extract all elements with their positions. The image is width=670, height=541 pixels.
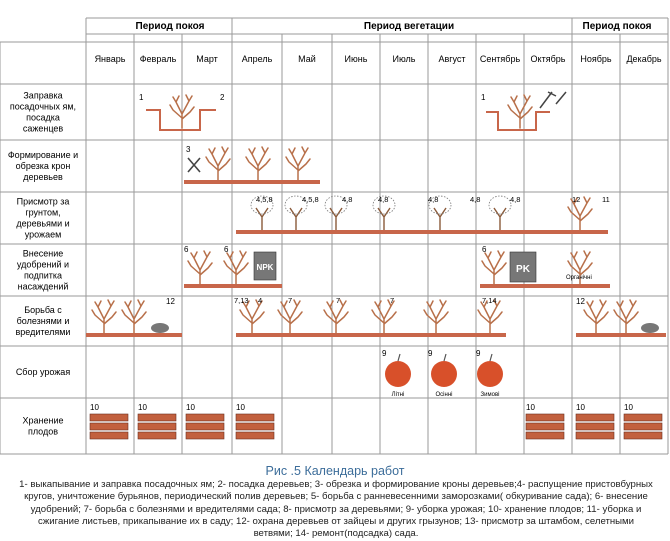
label-458a: 4,5,8 bbox=[256, 195, 273, 204]
row4-fertilizer-illustrations: NPK 6 6 PK Органічні 6 bbox=[184, 245, 610, 288]
month-header: Декабрь bbox=[626, 54, 661, 64]
label-2: 2 bbox=[220, 93, 225, 102]
row-label-line: деревьями и bbox=[16, 219, 69, 229]
label-6b: 6 bbox=[224, 245, 229, 254]
month-header: Май bbox=[298, 54, 316, 64]
month-header: Октябрь bbox=[531, 54, 566, 64]
label-48d: 4,8 bbox=[470, 195, 480, 204]
row-label-line: вредителями bbox=[16, 327, 71, 337]
apple-autumn-label: Осінні bbox=[436, 392, 453, 398]
label-48b: 4,8 bbox=[378, 195, 388, 204]
row1-planting-illustrations: 1 2 1 bbox=[139, 91, 567, 131]
label-1a: 1 bbox=[139, 93, 144, 102]
calendar-header: Период покоя Период вегетации Период пок… bbox=[136, 21, 652, 32]
label-6a: 6 bbox=[184, 245, 189, 254]
row-label-line: удобрений и bbox=[17, 260, 69, 270]
month-header: Август bbox=[438, 54, 465, 64]
label-9b: 9 bbox=[428, 349, 433, 358]
label-10f: 10 bbox=[576, 403, 585, 412]
pk-label: PK bbox=[516, 264, 531, 275]
label-6c: 6 bbox=[482, 245, 487, 254]
row-label-line: Сбор урожая bbox=[16, 367, 71, 377]
row-label-line: деревьев bbox=[23, 172, 63, 182]
label-3: 3 bbox=[186, 145, 191, 154]
period-vegetation: Период вегетации bbox=[364, 21, 454, 32]
label-48e: 4,8 bbox=[510, 195, 520, 204]
npk-label: NPK bbox=[257, 263, 274, 272]
figure-legend: 1- выкапывание и заправка посадочных ям;… bbox=[19, 479, 653, 540]
apple-summer-label: Літні bbox=[392, 392, 405, 398]
label-1b: 1 bbox=[481, 93, 486, 102]
month-header: Сентябрь bbox=[480, 54, 521, 64]
row6-harvest-illustrations: Літні Осінні Зимові 9 9 9 bbox=[382, 349, 503, 398]
row-label-line: посадочных ям, bbox=[10, 102, 76, 112]
row-label-line: обрезка крон bbox=[16, 161, 71, 171]
row-label-line: Формирование и bbox=[8, 150, 78, 160]
period-dormant-2: Период покоя bbox=[583, 21, 652, 32]
row-label-line: Заправка bbox=[23, 91, 62, 101]
label-48c: 4,8 bbox=[428, 195, 438, 204]
month-header: Ноябрь bbox=[580, 54, 612, 64]
row7-storage-illustrations: 10 10 10 10 10 10 10 bbox=[89, 403, 663, 440]
row-label-line: Борьба с bbox=[24, 305, 62, 315]
month-header: Март bbox=[196, 54, 218, 64]
row3-care-illustrations: 4,5,8 4,5,8 4,8 4,8 4,8 4,8 4,8 12 11 bbox=[236, 195, 610, 234]
month-header: Июль bbox=[393, 54, 416, 64]
apple-winter-label: Зимові bbox=[481, 392, 500, 398]
label-4: 4 bbox=[258, 296, 262, 305]
row-label-line: Присмотр за bbox=[17, 197, 70, 207]
figure-caption: Рис .5 Календарь работ bbox=[265, 464, 405, 478]
calendar-grid bbox=[0, 17, 669, 455]
month-header: Февраль bbox=[140, 54, 177, 64]
month-header: Апрель bbox=[242, 54, 273, 64]
row5-pest-control-illustrations: 12 7,13 4 7 7 7 7,14 12 bbox=[86, 296, 666, 337]
label-10d: 10 bbox=[236, 403, 245, 412]
label-12c: 12 bbox=[576, 297, 585, 306]
row-label-line: Хранение bbox=[23, 416, 64, 426]
month-headers: Январь Февраль Март Апрель Май Июнь Июль Август… bbox=[95, 54, 662, 64]
label-12b: 12 bbox=[166, 297, 175, 306]
row-label-line: посадка bbox=[26, 113, 60, 123]
row2-pruning-illustrations: 3 bbox=[184, 145, 320, 184]
row-label-line: подпитка bbox=[24, 271, 62, 281]
label-10a: 10 bbox=[90, 403, 99, 412]
row-label-line: Внесение bbox=[23, 249, 64, 259]
label-12a: 12 bbox=[572, 195, 580, 204]
label-9a: 9 bbox=[382, 349, 387, 358]
label-9c: 9 bbox=[476, 349, 481, 358]
row-label-line: болезнями и bbox=[17, 316, 70, 326]
month-header: Июнь bbox=[345, 54, 368, 64]
label-714: 7,14 bbox=[482, 296, 497, 305]
month-header: Январь bbox=[95, 54, 126, 64]
label-7c: 7 bbox=[390, 296, 394, 305]
row-label-line: урожаем bbox=[25, 230, 62, 240]
label-10b: 10 bbox=[138, 403, 147, 412]
label-10e: 10 bbox=[526, 403, 535, 412]
label-7a: 7 bbox=[288, 296, 292, 305]
label-48a: 4,8 bbox=[342, 195, 352, 204]
label-10g: 10 bbox=[624, 403, 633, 412]
row-label-line: насаждений bbox=[18, 282, 69, 292]
label-10c: 10 bbox=[186, 403, 195, 412]
label-7b: 7 bbox=[336, 296, 340, 305]
label-458b: 4,5,8 bbox=[302, 195, 319, 204]
label-11: 11 bbox=[602, 195, 610, 204]
period-dormant-1: Период покоя bbox=[136, 21, 205, 32]
label-713: 7,13 bbox=[234, 296, 249, 305]
work-calendar-diagram: Период покоя Период вегетации Период пок… bbox=[0, 17, 669, 455]
row-label-line: грунтом, bbox=[25, 208, 60, 218]
organic-label: Органічні bbox=[566, 275, 592, 281]
row-label-line: плодов bbox=[28, 427, 58, 437]
row-label-line: саженцев bbox=[23, 124, 64, 134]
